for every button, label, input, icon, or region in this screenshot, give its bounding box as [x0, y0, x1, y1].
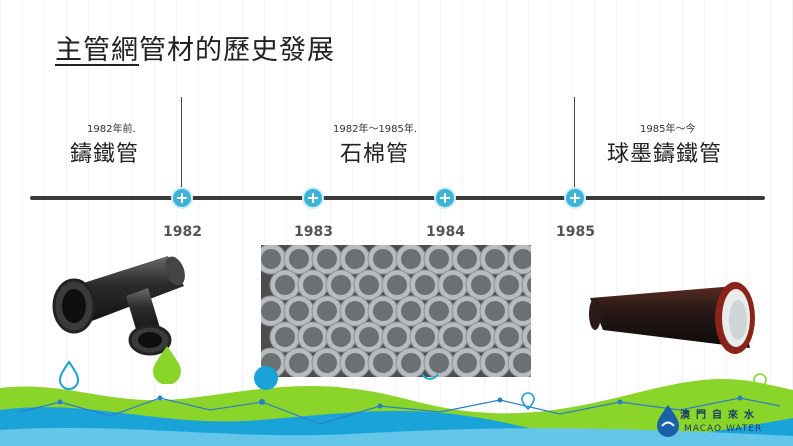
year-label: 1982: [163, 224, 202, 240]
year-label: 1985: [556, 224, 595, 240]
plus-icon: [566, 189, 584, 207]
title-rest: 管材的歷史發展: [139, 35, 335, 66]
cast-iron-pipe-image: [52, 256, 185, 356]
company-logo: [657, 405, 679, 437]
period-material-2: 石棉管: [340, 142, 410, 167]
separator-1985: [574, 97, 575, 197]
period-range-2: 1982年～1985年.: [333, 124, 418, 135]
water-drop-icon: [254, 366, 278, 390]
plus-icon: [436, 189, 454, 207]
location-pin-icon: [521, 392, 535, 410]
location-pin-icon: [753, 373, 767, 391]
separator-1982: [181, 97, 182, 197]
plus-icon: [304, 189, 322, 207]
water-drop-icon: [58, 360, 80, 390]
year-label: 1983: [294, 224, 333, 240]
period-material-3: 球墨鑄鐵管: [607, 142, 723, 167]
period-range-1: 1982年前.: [87, 124, 136, 135]
water-drop-icon: [421, 373, 439, 380]
ductile-iron-pipe-image: [589, 282, 755, 354]
title-underlined: 主管網: [55, 35, 139, 66]
year-label: 1984: [426, 224, 465, 240]
decorative-bottom-band: [0, 378, 793, 446]
timeline-bar: [30, 196, 765, 200]
logo-english-text: MACAO WATER: [684, 424, 763, 434]
slide-title: 主管網管材的歷史發展: [55, 28, 335, 67]
period-material-1: 鑄鐵管: [70, 142, 140, 167]
logo-chinese-text: 澳門自來水: [680, 410, 760, 421]
plus-icon: [173, 189, 191, 207]
period-range-3: 1985年～今: [640, 124, 696, 135]
water-drop-icon: [153, 346, 181, 384]
asbestos-pipes-image: [261, 245, 531, 377]
